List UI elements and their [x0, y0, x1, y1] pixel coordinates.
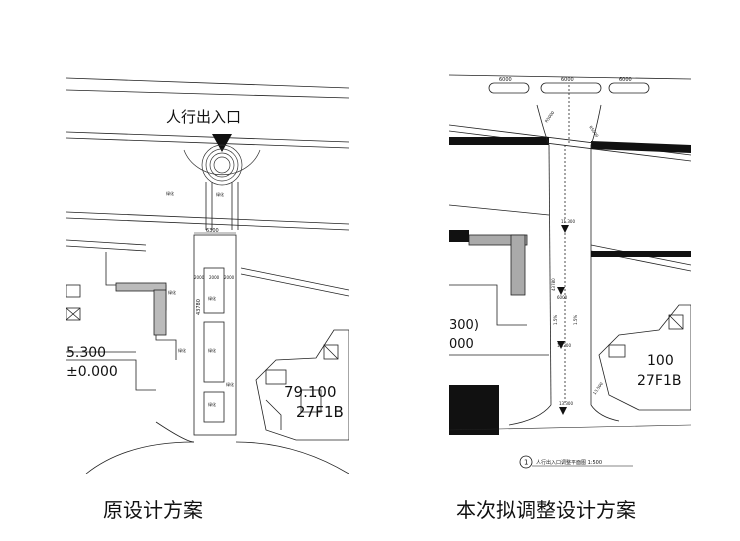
- svg-text:绿化: 绿化: [208, 347, 216, 353]
- svg-text:R5000: R5000: [588, 125, 600, 139]
- svg-text:2000: 2000: [224, 275, 235, 280]
- adjusted-plan-drawing: 6000 6000 6000 R5000 R5000 43780 6000 1.…: [449, 74, 691, 435]
- svg-text:R5000: R5000: [544, 110, 556, 124]
- svg-text:000: 000: [449, 337, 474, 352]
- svg-text:1.5%: 1.5%: [553, 315, 558, 325]
- shadow-area: [449, 385, 499, 435]
- svg-text:绿化: 绿化: [226, 381, 234, 387]
- svg-text:绿化: 绿化: [216, 191, 224, 197]
- original-design-plan: 人行出入口 630: [66, 70, 349, 474]
- flow-arrow-icon: [561, 225, 569, 233]
- entrance-label: 人行出入口: [166, 108, 241, 126]
- svg-text:27F: 27F: [296, 403, 324, 421]
- svg-text:1B: 1B: [324, 403, 344, 421]
- svg-text:11.300: 11.300: [561, 219, 575, 224]
- right-building: [255, 329, 349, 441]
- widened-walkway: [508, 85, 620, 426]
- svg-text:6000: 6000: [619, 77, 632, 83]
- caption-adjusted-design: 本次拟调整设计方案: [456, 498, 636, 522]
- svg-text:6000: 6000: [499, 77, 512, 83]
- svg-text:13.300: 13.300: [557, 343, 571, 348]
- svg-text:13.500: 13.500: [592, 381, 604, 396]
- flow-arrow-icon: [557, 341, 565, 349]
- svg-text:绿化: 绿化: [208, 401, 216, 407]
- svg-text:5.300: 5.300: [66, 345, 106, 361]
- left-building: [449, 234, 549, 356]
- svg-text:100: 100: [647, 353, 674, 369]
- svg-text:绿化: 绿化: [166, 190, 174, 196]
- svg-text:6300: 6300: [206, 228, 219, 234]
- entrance-arrow-icon: [212, 134, 232, 152]
- svg-text:1B: 1B: [663, 373, 682, 389]
- svg-text:绿化: 绿化: [208, 295, 216, 301]
- svg-text:6000: 6000: [557, 295, 568, 300]
- svg-text:±0.000: ±0.000: [66, 364, 118, 380]
- flow-arrow-icon: [557, 287, 565, 295]
- svg-text:27F: 27F: [637, 373, 663, 389]
- svg-text:43780: 43780: [196, 299, 202, 315]
- drawing-footnote: 1 人行出入口调整平面图 1:500: [519, 455, 633, 469]
- svg-text:6000: 6000: [561, 77, 574, 83]
- svg-text:绿化: 绿化: [178, 347, 186, 353]
- svg-text:1: 1: [524, 459, 528, 467]
- flow-arrow-icon: [559, 407, 567, 415]
- svg-text:2000: 2000: [209, 275, 220, 280]
- left-building: [66, 239, 177, 391]
- svg-text:绿化: 绿化: [168, 289, 176, 295]
- svg-text:13.300: 13.300: [559, 401, 573, 406]
- original-plan-drawing: 人行出入口 630: [66, 77, 349, 474]
- caption-original-design: 原设计方案: [103, 498, 203, 522]
- entrance-plaza: [183, 144, 261, 186]
- right-building: [598, 304, 691, 411]
- road-edge-band: [449, 137, 549, 145]
- svg-text:2000: 2000: [194, 275, 205, 280]
- footnote-marker-icon: [519, 455, 533, 469]
- adjusted-design-plan: 6000 6000 6000 R5000 R5000 43780 6000 1.…: [449, 65, 691, 443]
- svg-text:43780: 43780: [551, 278, 556, 291]
- svg-text:300): 300): [449, 318, 479, 333]
- svg-text:79.100: 79.100: [284, 383, 337, 401]
- svg-text:1.5%: 1.5%: [573, 315, 578, 325]
- svg-text:人行出入口调整平面图 1:500: 人行出入口调整平面图 1:500: [536, 459, 602, 466]
